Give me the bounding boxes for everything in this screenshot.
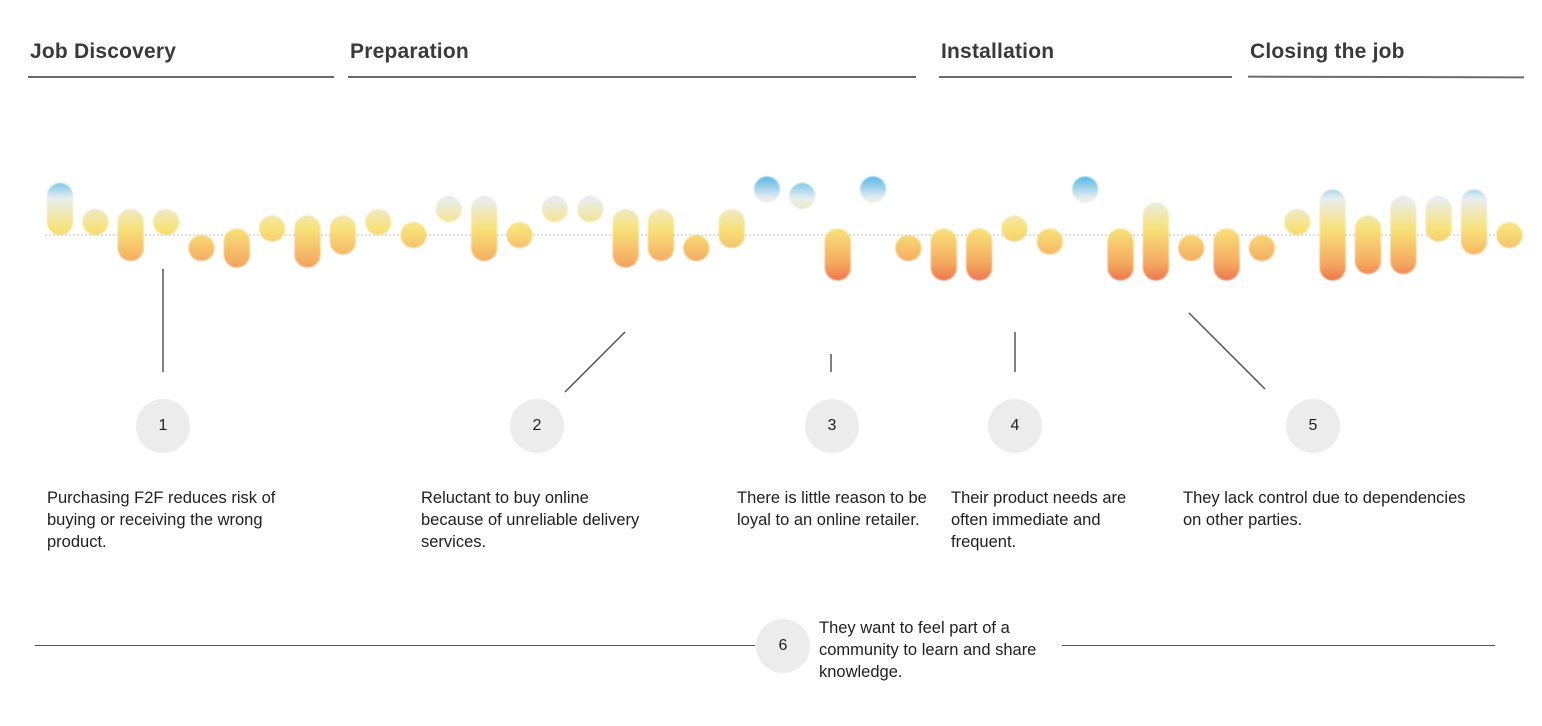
emotion-mark-15 [541,196,568,222]
insight-text-3: There is little reason to be loyal to an… [737,489,927,529]
emotion-mark-39 [1390,196,1417,274]
insight-number-1: 1 [136,399,190,453]
phase-divider [939,76,1232,78]
emotion-mark-4 [153,209,180,235]
emotion-mark-33 [1178,235,1205,261]
emotion-mark-23 [824,228,851,281]
phase-title: Job Discovery [30,40,177,63]
emotion-mark-26 [930,228,957,281]
insight-text-2: Reluctant to buy online because of unrel… [421,489,640,551]
phase-preparation: Preparation [348,40,916,80]
phase-title: Closing the job [1250,40,1405,63]
phase-title: Installation [941,40,1055,63]
emotion-mark-32 [1142,202,1169,281]
emotion-mark-3 [117,209,144,261]
emotion-mark-22 [789,183,816,209]
emotion-mark-34 [1213,228,1240,281]
emotion-mark-35 [1248,235,1275,261]
insight-text-4: Their product needs are often immediate … [951,489,1127,551]
emotion-mark-40 [1425,196,1452,242]
emotion-mark-10 [365,209,392,235]
emotion-mark-5 [188,235,215,261]
emotion-mark-6 [223,228,250,268]
emotion-mark-1 [47,183,73,235]
emotion-mark-9 [329,215,356,255]
insight-number-6: 6 [756,619,810,673]
phase-installation: Installation [939,40,1232,80]
emotion-mark-38 [1354,215,1381,274]
phase-job-discovery: Job Discovery [28,40,334,80]
emotion-mark-12 [435,196,462,222]
emotion-mark-24 [860,176,887,203]
emotion-mark-42 [1496,222,1523,248]
emotion-mark-30 [1072,176,1099,203]
emotion-mark-20 [718,209,745,248]
insight-number-5: 5 [1286,399,1340,453]
emotion-mark-37 [1319,189,1346,281]
emotion-mark-16 [577,196,604,222]
emotion-mark-36 [1284,209,1311,235]
emotion-mark-41 [1461,189,1487,255]
emotion-mark-7 [259,215,286,242]
emotion-mark-27 [966,228,993,281]
bottom-divider-left [35,645,755,646]
phase-title: Preparation [350,40,469,63]
emotion-mark-18 [647,209,674,261]
emotion-mark-25 [895,235,922,261]
emotion-mark-31 [1107,228,1134,281]
emotion-mark-13 [471,196,498,261]
insight-text-5: They lack control due to dependencies on… [1183,489,1466,529]
emotion-mark-8 [294,215,321,268]
connector-line-2 [564,331,626,393]
insight-text-6: They want to feel part of a community to… [819,619,1037,681]
insight-number-4: 4 [988,399,1042,453]
emotion-mark-11 [400,222,427,248]
emotion-mark-19 [683,235,710,261]
emotion-mark-14 [506,222,533,248]
emotion-mark-29 [1036,228,1063,255]
emotion-mark-2 [82,209,109,235]
insight-number-2: 2 [510,399,564,453]
phase-divider [28,76,334,78]
emotion-mark-28 [1001,215,1028,242]
connector-line-5 [1188,312,1266,390]
emotion-mark-21 [754,176,780,203]
insight-text-1: Purchasing F2F reduces risk of buying or… [47,489,276,551]
phase-divider [348,76,916,78]
emotion-mark-17 [612,209,639,268]
insight-number-3: 3 [805,399,859,453]
phase-closing-the-job: Closing the job [1247,40,1525,80]
bottom-divider-right [1062,645,1495,646]
